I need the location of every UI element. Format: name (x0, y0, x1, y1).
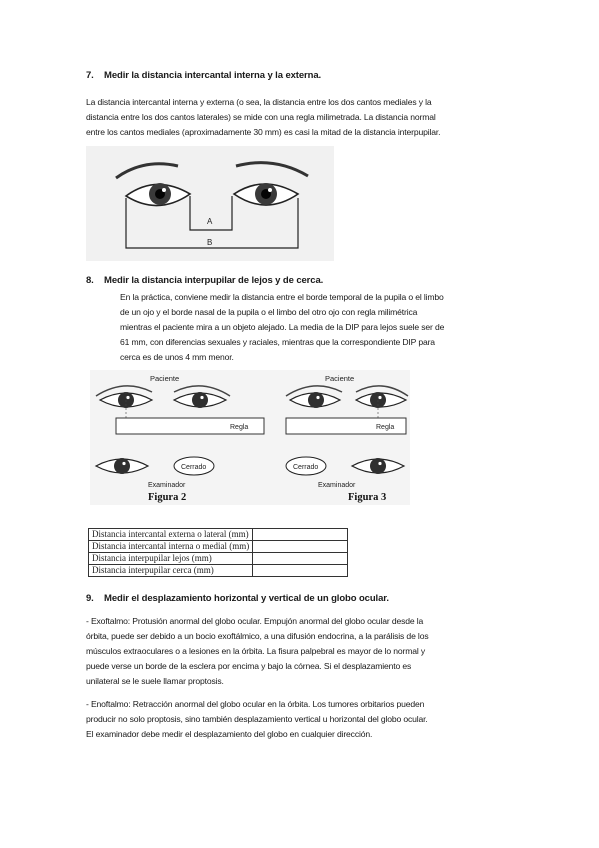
table-row: Distancia intercantal interna o medial (… (87, 540, 349, 553)
section-9-number: 9. (86, 593, 94, 604)
table-value-cell[interactable] (252, 564, 349, 577)
eye-left (124, 183, 192, 207)
label-b: B (207, 238, 212, 247)
eyebrow-icon (173, 385, 231, 397)
paragraph-line: de un ojo y el borde nasal de la pupila … (120, 307, 418, 317)
intercanthal-figure: A B (86, 146, 334, 261)
figure-3-ruler-label: Regla (376, 424, 394, 431)
figure-3-caption: Figura 3 (348, 492, 386, 503)
figure-2-patient-label: Paciente (150, 374, 179, 383)
patient-eye-right (172, 392, 228, 408)
eyebrow-icon (355, 385, 409, 397)
section-9-title: Medir el desplazamiento horizontal y ver… (104, 593, 389, 604)
paragraph-line: unilateral se le suele llamar proptosis. (86, 676, 224, 686)
eyebrow-right (235, 161, 309, 178)
table-row: Distancia interpupilar cerca (mm) (87, 564, 349, 577)
paragraph-line: - Enoftalmo: Retracción anormal del glob… (86, 699, 425, 709)
enoftalmo-paragraph: - Enoftalmo: Retracción anormal del glob… (86, 697, 526, 742)
table-row-label: Distancia interpupilar cerca (mm) (87, 564, 254, 577)
paragraph-line: puede verse un borde de la esclera por e… (86, 661, 412, 671)
paragraph-line: entre los cantos mediales (aproximadamen… (86, 127, 441, 137)
figure-3: Paciente Regla Cerrado Examinador Figura… (285, 374, 409, 503)
section-7-heading: 7. Medir la distancia intercantal interna… (86, 70, 321, 81)
pupillary-distance-figures: Paciente Regla Cerrado Examinador Figura… (90, 370, 410, 505)
eyebrow-left (115, 162, 179, 180)
paragraph-line: producir no solo proptosis, sino también… (86, 714, 428, 724)
examiner-eye-closed (173, 456, 215, 476)
ruler (115, 417, 265, 435)
section-7-number: 7. (86, 70, 94, 81)
outer-distance-bracket (125, 198, 299, 249)
figure-2: Paciente Regla Cerrado Examinador Figura… (94, 374, 265, 503)
figure-2-closed-label: Cerrado (181, 464, 206, 471)
figure-3-patient-label: Paciente (325, 374, 354, 383)
figure-2-examiner-label: Examinador (148, 482, 186, 489)
section-8-number: 8. (86, 275, 94, 286)
figure-2-ruler-label: Regla (230, 424, 248, 431)
table-value-cell[interactable] (252, 540, 349, 553)
paragraph-line: músculos extraoculares o a lesiones en l… (86, 646, 426, 656)
paragraph-line: En la práctica, conviene medir la distan… (120, 292, 444, 302)
patient-eye-right (354, 392, 408, 408)
table-value-cell[interactable] (252, 552, 349, 565)
figure-3-closed-label: Cerrado (293, 464, 318, 471)
section-8-heading: 8. Medir la distancia interpupilar de lej… (86, 275, 323, 286)
eyebrow-icon (95, 385, 153, 397)
paragraph-line: órbita, puede ser debido a un bocio exof… (86, 631, 429, 641)
label-a: A (207, 217, 213, 226)
paragraph-line: La distancia intercantal interna y exter… (86, 97, 432, 107)
table-row: Distancia interpupilar lejos (mm) (87, 552, 349, 565)
eye-right (232, 183, 300, 206)
section-8-title: Medir la distancia interpupilar de lejos… (104, 275, 324, 286)
figure-2-caption: Figura 2 (148, 492, 186, 503)
section-9-heading: 9. Medir el desplazamiento horizontal y v… (86, 593, 389, 604)
patient-eye-left (288, 392, 342, 408)
table-row-label: Distancia intercantal interna o medial (… (87, 540, 254, 553)
paragraph-line: mientras el paciente mira a un objeto al… (120, 322, 445, 332)
table-value-cell[interactable] (252, 528, 349, 541)
paragraph-line: - Exoftalmo: Protusión anormal del globo… (86, 616, 424, 626)
table-row-label: Distancia intercantal externa o lateral … (87, 528, 254, 541)
examiner-eye-open (350, 458, 406, 474)
eyebrow-icon (285, 385, 343, 397)
examiner-eye-closed (285, 456, 327, 476)
figures-background (90, 370, 410, 505)
table-row: Distancia intercantal externa o lateral … (87, 528, 349, 541)
section-8-paragraph: En la práctica, conviene medir la distan… (120, 290, 516, 365)
figure-background (86, 146, 334, 261)
section-7-paragraph: La distancia intercantal interna y exter… (86, 95, 516, 140)
section-7-title: Medir la distancia intercantal interna y… (104, 70, 322, 81)
paragraph-line: 61 mm, con diferencias sexuales y racial… (120, 337, 435, 347)
inner-distance-bracket (189, 196, 233, 231)
examiner-eye-open (94, 458, 150, 474)
paragraph-line: cerca es de unos 4 mm menor. (120, 352, 234, 362)
figure-3-examiner-label: Examinador (318, 482, 356, 489)
paragraph-line: distancia entre los dos cantos laterales… (86, 112, 436, 122)
paragraph-line: El examinador debe medir el desplazamien… (86, 729, 373, 739)
ruler (285, 417, 407, 435)
measurement-table: Distancia intercantal externa o lateral … (87, 528, 349, 577)
table-row-label: Distancia interpupilar lejos (mm) (87, 552, 254, 565)
exoftalmo-paragraph: - Exoftalmo: Protusión anormal del globo… (86, 614, 526, 689)
